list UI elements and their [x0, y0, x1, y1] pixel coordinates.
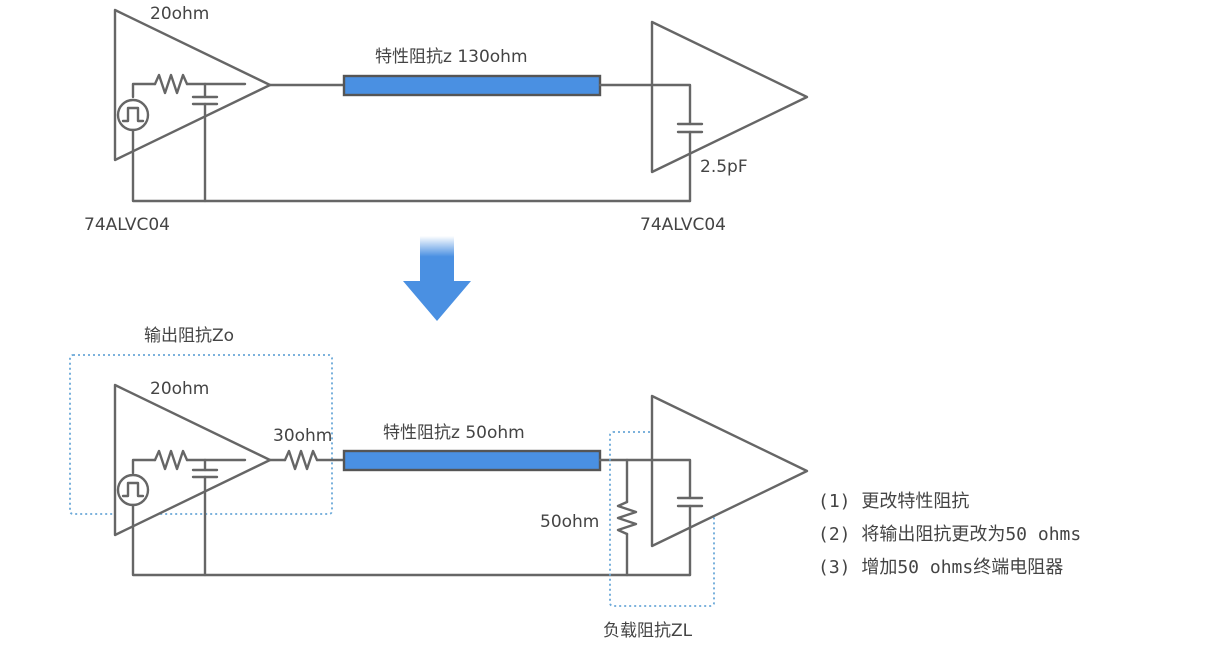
top-ground-wire — [131, 128, 692, 203]
top-pulse-source-icon — [116, 98, 150, 132]
bottom-transmission-line — [342, 449, 602, 472]
termination-resistor — [616, 500, 638, 536]
note-item: (3) 增加50 ohms终端电阻器 — [818, 557, 1063, 578]
termination-resistor-label: 50ohm — [540, 512, 599, 532]
down-arrow-icon — [403, 236, 471, 321]
series-resistor-label: 30ohm — [273, 426, 332, 446]
bottom-driver-resistor — [153, 449, 189, 471]
note-item: (1) 更改特性阻抗 — [818, 491, 969, 512]
top-source-wire — [131, 82, 157, 99]
top-driver-impedance-label: 20ohm — [150, 4, 209, 24]
top-load-cap-label: 2.5pF — [700, 157, 748, 177]
top-driver-resistor — [153, 73, 189, 95]
top-pulse-glyph — [121, 106, 145, 123]
bottom-pulse-source-icon — [116, 473, 150, 507]
note-item: (2) 将输出阻抗更改为50 ohms — [818, 524, 1081, 545]
bottom-load-wire — [650, 458, 692, 500]
top-line-label: 特性阻抗z 130ohm — [375, 47, 528, 67]
notes-list: (1) 更改特性阻抗 (2) 将输出阻抗更改为50 ohms (3) 增加50 … — [818, 491, 1081, 578]
bottom-line-label: 特性阻抗z 50ohm — [383, 423, 525, 443]
output-impedance-label: 输出阻抗Zo — [144, 326, 234, 346]
bottom-pulse-glyph — [121, 481, 145, 498]
bottom-driver-impedance-label: 20ohm — [150, 379, 209, 399]
output-impedance-box — [69, 354, 333, 515]
top-receiver-part-label: 74ALVC04 — [640, 215, 726, 235]
top-transmission-line — [342, 74, 602, 97]
top-driver-part-label: 74ALVC04 — [84, 215, 170, 235]
series-resistor — [283, 449, 319, 471]
top-load-wire — [650, 83, 692, 126]
bottom-source-wire — [131, 458, 157, 475]
load-impedance-label: 负载阻抗ZL — [603, 621, 693, 641]
top-circuit: 20ohm 特性阻抗z 130ohm 2.5pF 74ALVC04 74ALVC… — [84, 4, 809, 235]
load-impedance-box — [609, 431, 715, 607]
top-receiver-buffer — [650, 20, 809, 174]
bottom-ground-wire — [131, 503, 692, 577]
bottom-circuit: 输出阻抗Zo 20ohm 30ohm 特性阻抗z 50ohm 50ohm 负载阻… — [69, 326, 809, 641]
bottom-receiver-buffer — [650, 394, 809, 548]
